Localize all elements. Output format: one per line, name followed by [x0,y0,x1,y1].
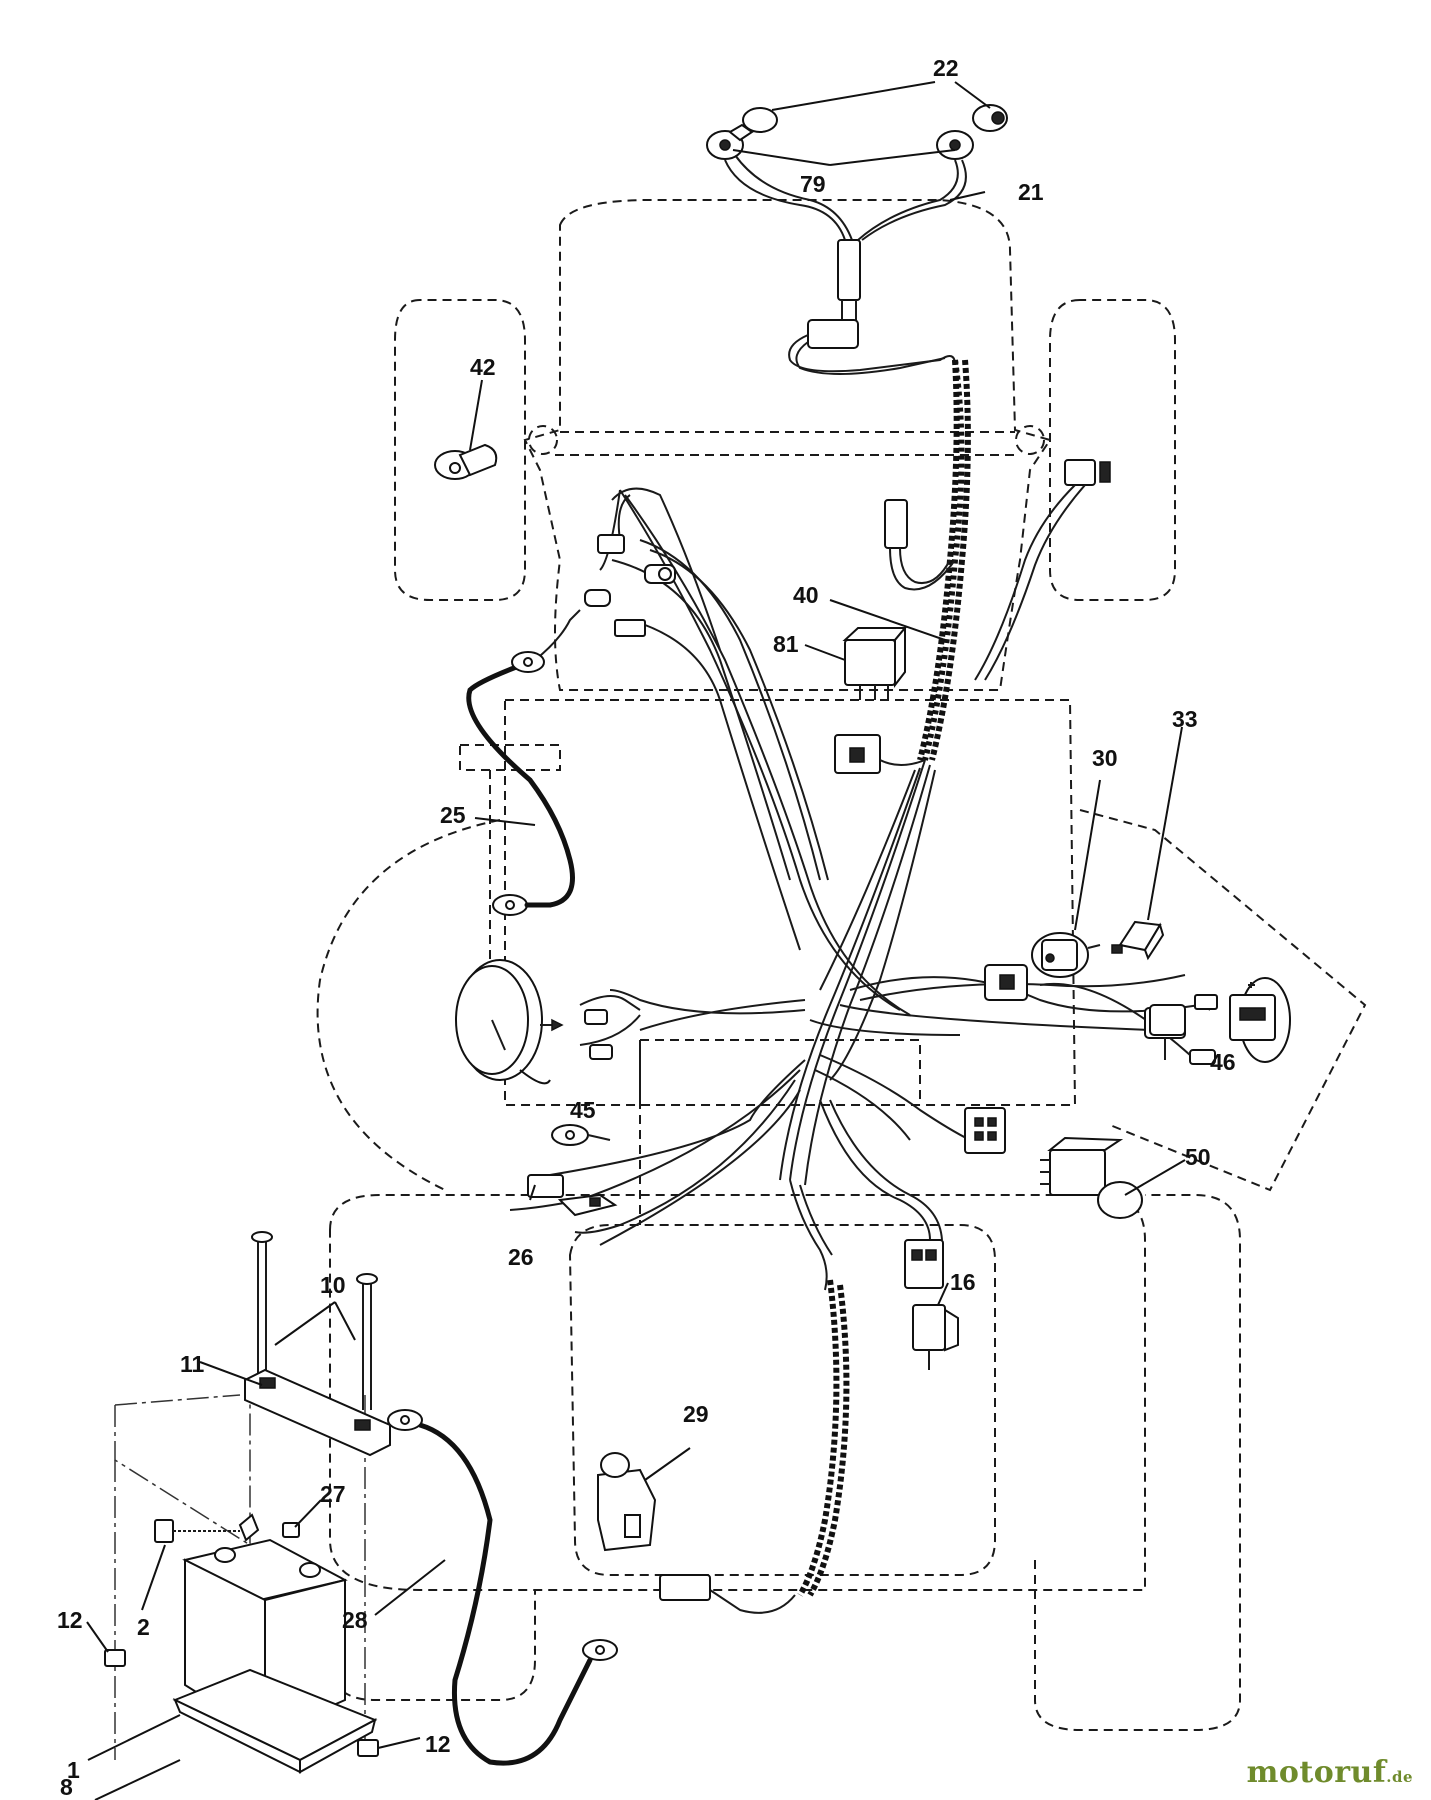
callout-40: 40 [793,582,819,608]
callout-33: 33 [1172,706,1198,732]
headlamp-assembly [706,104,1008,375]
brake-switch [597,1452,657,1552]
callout-25: 25 [440,802,466,828]
callout-12-right: 12 [425,1731,451,1757]
callout-28: 28 [342,1607,368,1633]
ring-terminal [551,1124,611,1146]
main-harness [509,487,1201,1291]
callout-30: 30 [1092,745,1118,771]
headlight-switch-plug [1149,1004,1186,1036]
pto-switch [1040,1136,1143,1219]
callout-42: 42 [470,354,496,380]
relay [842,625,908,700]
callout-21: 21 [1018,179,1044,205]
plug-mid [834,734,926,774]
right-rear-wheel-outline [1034,1194,1241,1731]
callout-79: 79 [800,171,826,197]
callout-2: 2 [137,1614,150,1640]
battery-assembly [104,1231,391,1774]
plug-16 [904,1239,959,1370]
hour-meter [1229,977,1291,1063]
battery-cable-28 [387,1409,618,1766]
seat-switch [1111,920,1165,961]
callout-22: 22 [933,55,959,81]
terminals-upper-left [584,494,676,637]
left-front-wheel-outline [394,299,526,601]
rear-body-outline [329,1194,1146,1591]
callout-50: 50 [1185,1144,1211,1170]
right-front-wheel-outline [1049,299,1176,601]
callout-12-left: 12 [57,1607,83,1633]
callout-26: 26 [508,1244,534,1270]
fuse-holder [527,1174,618,1217]
dash-outline [504,699,1077,1106]
ignition-switch [1031,932,1101,978]
callout-16: 16 [950,1269,976,1295]
callout-11: 11 [180,1351,205,1377]
pto-plug [964,1107,1006,1154]
watermark-tld: .de [1386,1768,1413,1786]
right-fender-outline [1079,809,1367,1192]
leader-lines [86,81,1186,1800]
harness-connector-headlamp [837,239,861,301]
left-fender-arc [316,819,501,1191]
callout-10: 10 [320,1272,346,1298]
callout-27: 27 [320,1481,346,1507]
harness-conduit-coil-lower [659,1279,850,1614]
callout-1: 1 [67,1757,80,1783]
callout-45: 45 [570,1097,596,1123]
fuel-tank-clip [434,443,498,480]
left-rear-wheel-outline [329,1590,536,1701]
tractor-outline [316,199,1367,1731]
site-watermark: motoruf.de [1247,1755,1413,1790]
callouts: 22 79 21 42 40 81 33 30 25 45 46 50 26 1… [57,55,1236,1800]
watermark-name: motoruf [1246,1755,1387,1790]
callout-29: 29 [683,1401,709,1427]
callout-8: 8 [60,1774,73,1800]
callout-46: 46 [1210,1049,1236,1075]
connectors-upper [884,459,1111,681]
seat-outline [639,1039,921,1106]
hood-outline [523,199,1052,691]
hour-meter-gauge [455,959,641,1081]
callout-81: 81 [773,631,799,657]
cable-25 [466,609,581,916]
lamp-bulb-left [742,107,778,133]
